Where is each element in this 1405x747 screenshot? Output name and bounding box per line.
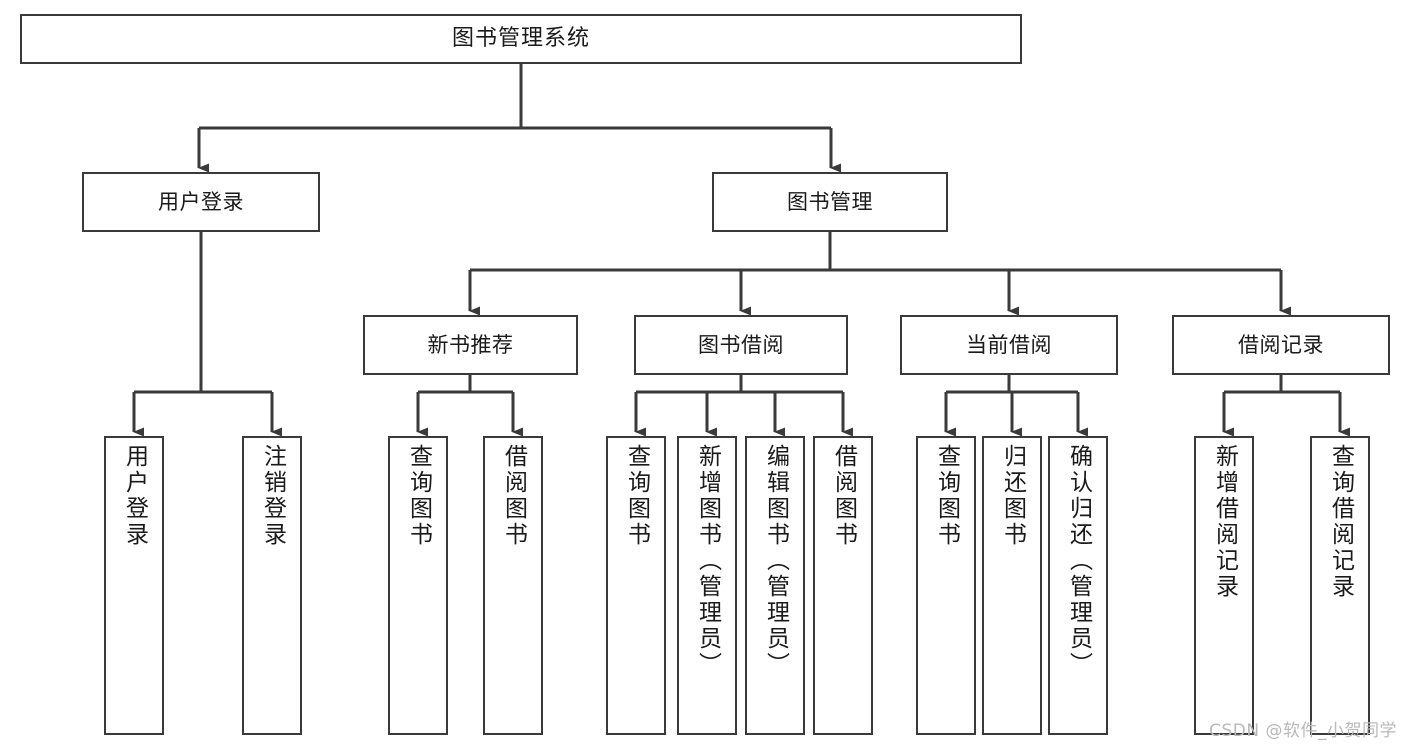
node-leaf-add-record[interactable]: 新增借阅记录 bbox=[1194, 436, 1254, 735]
node-borrow-record[interactable]: 借阅记录 bbox=[1172, 315, 1390, 375]
node-root-label: 图书管理系统 bbox=[451, 26, 590, 52]
node-leaf-edit-book-label: 编辑图书（管理员） bbox=[762, 444, 789, 678]
node-leaf-query-book-1-label: 查询图书 bbox=[405, 444, 432, 548]
node-user-login-label: 用户登录 bbox=[158, 189, 244, 214]
node-leaf-return-book-label: 归还图书 bbox=[999, 444, 1026, 548]
node-leaf-borrow-book-2[interactable]: 借阅图书 bbox=[813, 436, 873, 735]
node-book-borrow[interactable]: 图书借阅 bbox=[634, 315, 848, 375]
node-leaf-logout-label: 注销登录 bbox=[259, 444, 286, 548]
node-book-manage[interactable]: 图书管理 bbox=[712, 172, 948, 232]
node-borrow-record-label: 借阅记录 bbox=[1238, 332, 1324, 357]
node-current-borrow-label: 当前借阅 bbox=[966, 332, 1052, 357]
node-leaf-query-book-3[interactable]: 查询图书 bbox=[916, 436, 976, 735]
node-leaf-query-record-label: 查询借阅记录 bbox=[1327, 444, 1354, 600]
node-root[interactable]: 图书管理系统 bbox=[20, 14, 1022, 64]
node-leaf-query-book-2[interactable]: 查询图书 bbox=[606, 436, 666, 735]
node-user-login[interactable]: 用户登录 bbox=[82, 172, 320, 232]
node-book-manage-label: 图书管理 bbox=[787, 189, 873, 214]
csdn-watermark: CSDN @软件_小贺同学 bbox=[1209, 721, 1397, 741]
node-leaf-edit-book[interactable]: 编辑图书（管理员） bbox=[745, 436, 805, 735]
node-book-borrow-label: 图书借阅 bbox=[698, 332, 784, 357]
node-leaf-user-login-label: 用户登录 bbox=[121, 444, 148, 548]
node-leaf-confirm-return-label: 确认归还（管理员） bbox=[1065, 444, 1092, 678]
node-leaf-add-book[interactable]: 新增图书（管理员） bbox=[677, 436, 737, 735]
node-leaf-add-book-label: 新增图书（管理员） bbox=[694, 444, 721, 678]
node-leaf-confirm-return[interactable]: 确认归还（管理员） bbox=[1048, 436, 1108, 735]
node-leaf-borrow-book-1-label: 借阅图书 bbox=[500, 444, 527, 548]
node-current-borrow[interactable]: 当前借阅 bbox=[900, 315, 1118, 375]
node-leaf-query-book-1[interactable]: 查询图书 bbox=[388, 436, 448, 735]
node-leaf-query-record[interactable]: 查询借阅记录 bbox=[1310, 436, 1370, 735]
node-leaf-logout[interactable]: 注销登录 bbox=[242, 436, 302, 735]
node-leaf-query-book-2-label: 查询图书 bbox=[623, 444, 650, 548]
node-leaf-borrow-book-2-label: 借阅图书 bbox=[830, 444, 857, 548]
node-leaf-user-login[interactable]: 用户登录 bbox=[104, 436, 164, 735]
node-leaf-add-record-label: 新增借阅记录 bbox=[1211, 444, 1238, 600]
node-new-book-recommend[interactable]: 新书推荐 bbox=[363, 315, 578, 375]
node-leaf-query-book-3-label: 查询图书 bbox=[933, 444, 960, 548]
node-new-book-recommend-label: 新书推荐 bbox=[427, 332, 514, 357]
node-leaf-borrow-book-1[interactable]: 借阅图书 bbox=[483, 436, 543, 735]
node-leaf-return-book[interactable]: 归还图书 bbox=[982, 436, 1042, 735]
